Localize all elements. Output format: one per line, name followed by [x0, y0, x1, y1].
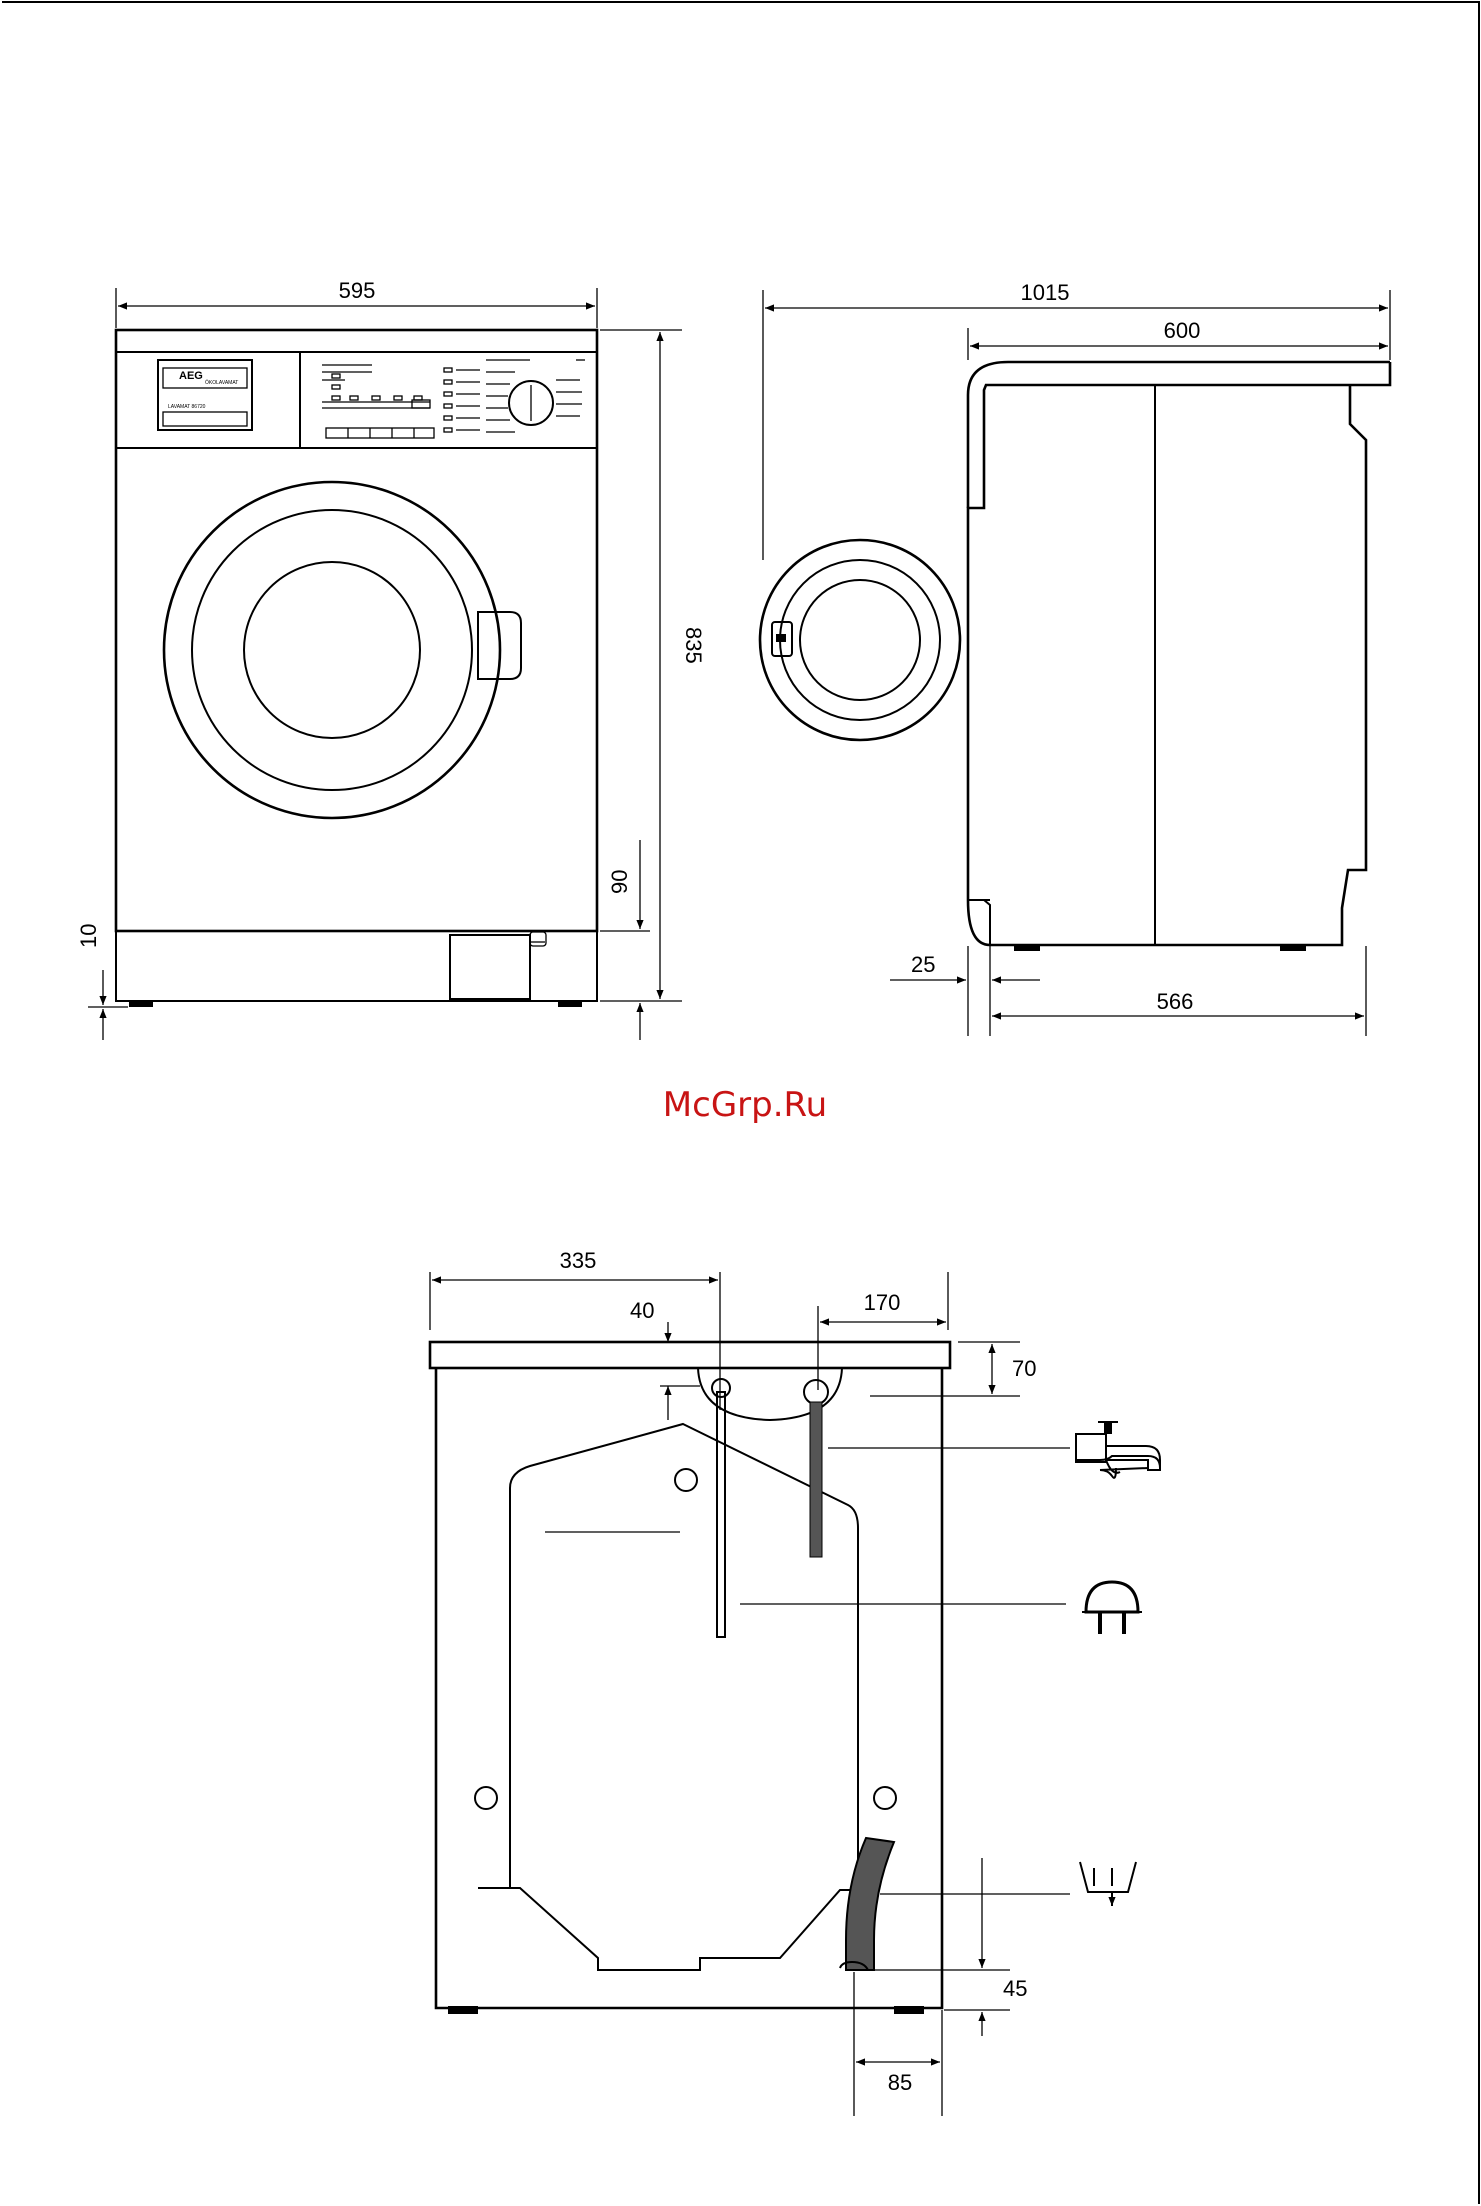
inlet-connector [804, 1380, 828, 1404]
plinth [116, 931, 597, 1001]
rear-foot-right [894, 2006, 924, 2014]
rear-worktop [430, 1342, 950, 1368]
bolt-left [475, 1787, 497, 1809]
body-depth-label: 600 [1164, 318, 1201, 343]
brand-subtitle: ÖKOLAVAMAT [205, 379, 238, 386]
front-foot-left [129, 1000, 153, 1007]
water-tap-icon [1076, 1422, 1160, 1478]
bottom-width-label: 85 [888, 2070, 912, 2095]
rear-left-label: 335 [560, 1248, 597, 1273]
inlet-hose [810, 1402, 822, 1557]
rear-view: 335 40 170 70 [430, 1248, 1160, 2116]
open-door-outer [760, 540, 960, 740]
bolt-top [675, 1469, 697, 1491]
front-width-label: 595 [339, 278, 376, 303]
bolt-right [874, 1787, 896, 1809]
drain-outlet-icon [1080, 1862, 1136, 1906]
total-depth-label: 1015 [1021, 280, 1070, 305]
watermark: McGrp.Ru [663, 1085, 827, 1125]
base-depth-label: 566 [1157, 989, 1194, 1014]
plinth-height-label: 90 [607, 870, 632, 894]
side-foot-back [1280, 944, 1306, 951]
rear-foot-left [448, 2006, 478, 2014]
model-strip: LAVAMAT 86720 [168, 404, 206, 410]
power-cable [717, 1392, 725, 1637]
front-height-label: 835 [681, 627, 706, 664]
top-height-label: 70 [1012, 1356, 1036, 1381]
drain-top-label: 40 [630, 1298, 654, 1323]
filter-flap [450, 935, 530, 999]
side-body [968, 362, 1390, 945]
button-row [326, 428, 434, 438]
door-outer-ring [164, 482, 500, 818]
rear-bracket [510, 1424, 858, 1970]
cable-entry [712, 1379, 730, 1397]
front-foot-right [558, 1000, 582, 1007]
rear-right-label: 170 [864, 1290, 901, 1315]
power-plug-icon [1082, 1582, 1142, 1634]
side-foot-front [1014, 944, 1040, 951]
side-view: 1015 600 25 566 [760, 280, 1390, 1036]
bottom-height-label: 45 [1003, 1976, 1027, 2001]
brand-logo: AEG [179, 370, 203, 382]
offset-label: 25 [911, 952, 935, 977]
door-glass [244, 562, 420, 738]
front-body [116, 330, 597, 931]
foot-height-label: 10 [76, 924, 101, 948]
front-view: 595 AEG ÖKOLAVAMAT LAVAMAT 86720 [76, 278, 706, 1040]
control-panel [322, 360, 585, 438]
drain-hose [846, 1838, 894, 1970]
detergent-drawer [158, 360, 252, 430]
door-inner-ring [192, 510, 472, 790]
